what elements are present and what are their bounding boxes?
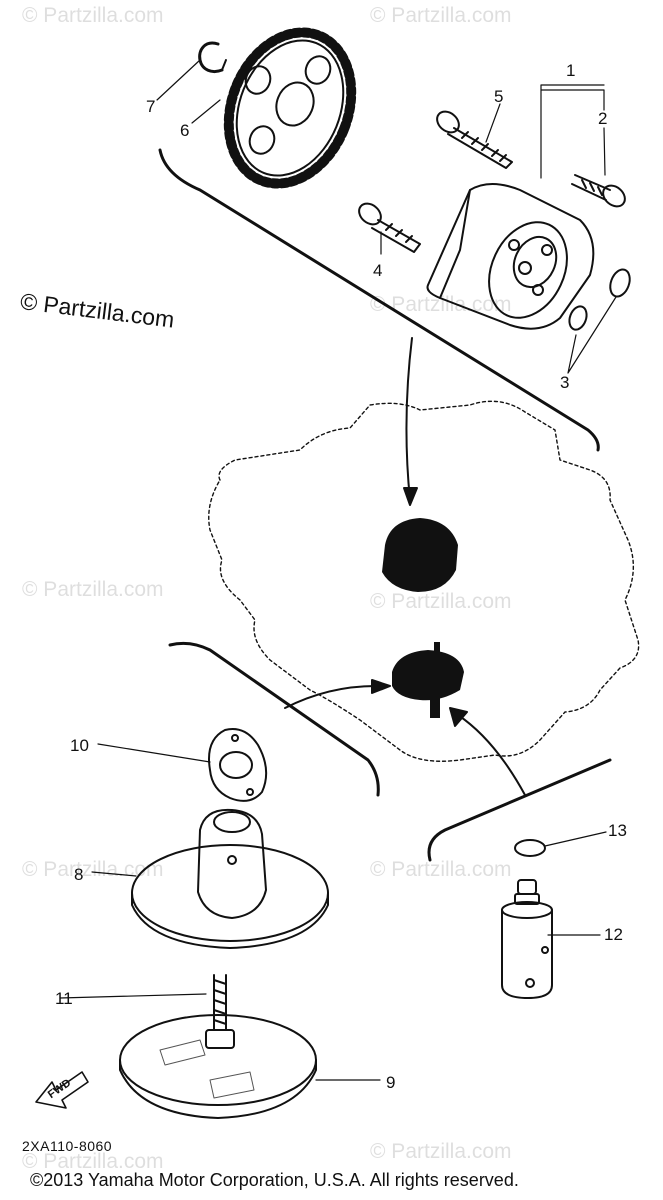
part-1-oil-pump-assembly	[426, 183, 595, 330]
installed-strainer-blob	[392, 642, 464, 718]
lower-right-bracket	[427, 758, 612, 862]
part-9-screen	[119, 1014, 317, 1119]
callout-10: 10	[70, 736, 89, 755]
lower-left-bracket	[168, 641, 380, 797]
watermark: © Partzilla.com	[22, 1150, 164, 1173]
callout-6: 6	[180, 121, 190, 140]
callout-2: 2	[598, 109, 608, 128]
part-3-o-rings	[568, 268, 631, 331]
callout-5: 5	[494, 87, 504, 106]
install-arrow-left	[284, 684, 381, 709]
callout-3: 3	[560, 373, 570, 392]
callout-13: 13	[608, 821, 627, 840]
watermark: © Partzilla.com	[370, 858, 512, 881]
leader-lines	[59, 59, 617, 1081]
part-7-circlip	[198, 41, 227, 74]
callout-4: 4	[373, 261, 383, 280]
install-arrow-right	[457, 714, 526, 796]
callout-1: 1	[566, 61, 576, 80]
callout-12: 12	[604, 925, 623, 944]
callout-8: 8	[74, 865, 84, 884]
diagram-reference-code: 2XA110-8060	[22, 1138, 113, 1154]
engine-case-outline	[208, 400, 640, 762]
callout-11: 11	[55, 989, 73, 1008]
part-11-bolt	[205, 974, 235, 1049]
watermark: © Partzilla.com	[370, 4, 512, 27]
upper-group-bracket	[158, 148, 600, 452]
part-6-driven-gear	[223, 27, 357, 189]
install-arrow-upper	[405, 337, 413, 501]
part-13-o-ring	[514, 839, 546, 857]
part-2-bolt	[571, 174, 626, 208]
watermark: © Partzilla.com	[22, 578, 164, 601]
part-8-strainer-housing	[131, 808, 329, 949]
part-4-bolt	[358, 202, 421, 253]
installed-pump-blob	[382, 518, 458, 592]
fwd-arrow-icon	[35, 1071, 89, 1109]
copyright-notice: ©2013 Yamaha Motor Corporation, U.S.A. A…	[30, 1170, 519, 1190]
watermark: © Partzilla.com	[370, 293, 512, 316]
callout-9: 9	[386, 1073, 396, 1092]
watermark: © Partzilla.com	[22, 858, 164, 881]
part-5-bolt	[436, 110, 513, 169]
watermark: © Partzilla.com	[370, 1140, 512, 1163]
watermark: © Partzilla.com	[370, 590, 512, 613]
part-10-gasket	[208, 728, 268, 802]
callout-7: 7	[146, 97, 156, 116]
watermark: © Partzilla.com	[22, 4, 164, 27]
part-12-relief-valve	[501, 879, 553, 999]
